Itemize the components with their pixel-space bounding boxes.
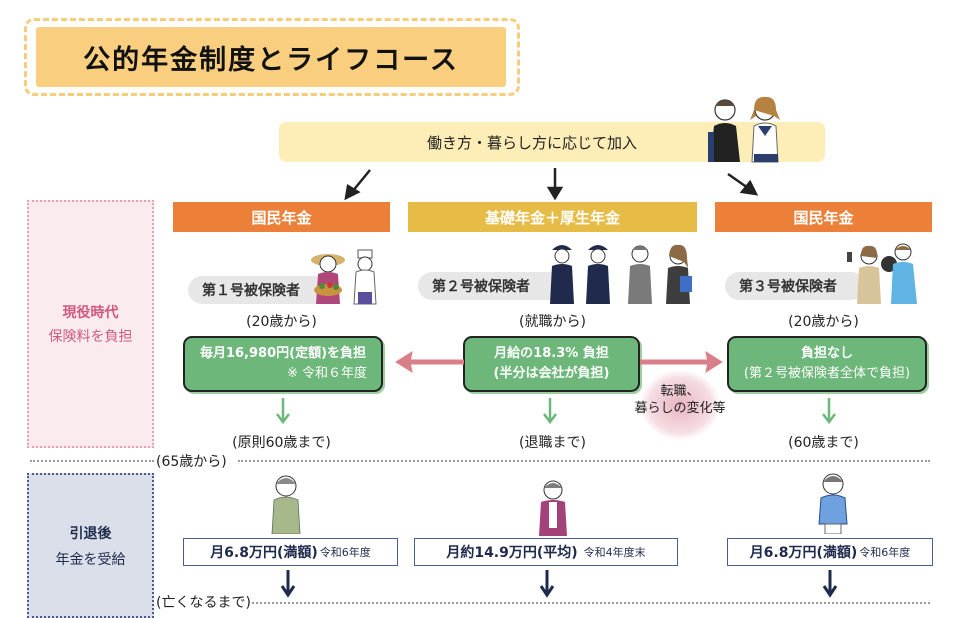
pension-box-3: 月6.8万円(満額) 令和6年度 xyxy=(727,538,933,566)
premium-line-3: 負担なし xyxy=(800,346,853,361)
premium-box-1: 毎月16,980円(定額)を負担 ※ 令和６年度 xyxy=(183,336,383,392)
transfer-arrow-left-head xyxy=(395,350,413,374)
retiree-man-blue-illustration-icon xyxy=(818,473,848,534)
premium-box-2: 月給の18.3% 負担 (半分は会社が負担) xyxy=(463,336,640,392)
insured-label-3: 第３号被保険者 xyxy=(725,272,865,300)
divider-end xyxy=(252,602,930,604)
pension-amount-2: 月約14.9万円(平均) xyxy=(446,545,578,561)
premium-note-2: (半分は会社が負担) xyxy=(493,366,610,381)
students-illustration-icon xyxy=(708,96,780,163)
branch-arrows xyxy=(344,168,759,201)
change-highlight xyxy=(640,370,720,440)
premium-line-1: 毎月16,980円(定額)を負担 xyxy=(199,346,367,361)
divider-65-left xyxy=(30,460,154,462)
header-label: 基礎年金＋厚生年金 xyxy=(484,208,620,227)
premium-box-3: 負担なし (第２号被保険者全体で負担) xyxy=(727,336,927,392)
pension-amount-1: 月6.8万円(満額) xyxy=(210,545,318,561)
title-banner: 公的年金制度とライフコース xyxy=(36,27,506,87)
change-note-line1: 転職、 xyxy=(660,384,700,399)
divider-65-right xyxy=(238,460,930,462)
homemaker-illustration-icon xyxy=(847,243,917,304)
start-age-1: (20歳から) xyxy=(246,314,317,330)
end-age-2: (退職まで) xyxy=(519,435,586,451)
navy-down-arrow-1 xyxy=(280,570,296,598)
active-period-subtitle: 保険料を負担 xyxy=(48,329,133,345)
active-period-panel: 現役時代 保険料を負担 xyxy=(27,200,154,448)
change-note-line2: 暮らしの変化等 xyxy=(634,401,726,416)
navy-down-arrow-2 xyxy=(539,570,555,598)
green-down-arrow-1 xyxy=(276,398,290,425)
retired-period-subtitle: 年金を受給 xyxy=(55,551,126,568)
green-down-arrow-3 xyxy=(822,398,836,425)
arrow-right-head xyxy=(739,179,759,196)
transfer-arrow-right-head xyxy=(705,350,723,374)
premium-note-3: (第２号被保険者全体で負担) xyxy=(743,366,911,381)
insured-label-text: 第３号被保険者 xyxy=(739,279,837,295)
header-label: 国民年金 xyxy=(793,208,854,227)
farmer-chef-illustration-icon xyxy=(311,249,377,305)
retired-period-title: 引退後 xyxy=(69,525,112,542)
retiree-woman-illustration-icon xyxy=(539,480,567,536)
header-national-pension-3: 国民年金 xyxy=(715,202,932,232)
header-label: 国民年金 xyxy=(251,208,312,227)
active-period-title: 現役時代 xyxy=(62,305,119,321)
header-employees-pension: 基礎年金＋厚生年金 xyxy=(408,202,697,232)
end-age-3: (60歳まで) xyxy=(788,435,859,451)
pension-note-2: 令和4年度末 xyxy=(583,546,646,559)
from-65-label: (65歳から) xyxy=(156,454,227,470)
premium-line-2: 月給の18.3% 負担 xyxy=(494,346,609,361)
retiree-man-illustration-icon xyxy=(271,475,301,534)
pension-note-3: 令和6年度 xyxy=(859,546,911,559)
join-banner-text: 働き方・暮らし方に応じて加入 xyxy=(426,133,637,152)
header-national-pension-1: 国民年金 xyxy=(173,202,390,232)
insured-label-1: 第１号被保険者 xyxy=(188,276,328,304)
arrow-left xyxy=(351,169,371,193)
start-age-3: (20歳から) xyxy=(788,314,859,330)
page-title: 公的年金制度とライフコース xyxy=(83,44,459,76)
start-age-2: (就職から) xyxy=(519,314,586,330)
end-age-1: (原則60歳まで) xyxy=(232,435,331,451)
title-frame xyxy=(24,18,520,96)
arrow-left-head xyxy=(344,183,361,201)
pension-box-2: 月約14.9万円(平均) 令和4年度末 xyxy=(414,538,678,566)
pension-box-1: 月6.8万円(満額) 令和6年度 xyxy=(183,538,398,566)
transfer-arrows xyxy=(395,350,723,374)
arrow-center-head xyxy=(546,186,564,201)
change-note: 転職、 暮らしの変化等 xyxy=(620,383,740,417)
until-death-label: (亡くなるまで) xyxy=(156,595,251,611)
premium-note-1: ※ 令和６年度 xyxy=(286,366,367,381)
pension-amount-3: 月6.8万円(満額) xyxy=(749,545,858,561)
green-down-arrow-2 xyxy=(543,398,557,425)
pension-note-1: 令和6年度 xyxy=(319,546,371,559)
arrow-right xyxy=(727,172,749,190)
insured-label-text: 第１号被保険者 xyxy=(202,283,300,299)
insured-label-2: 第２号被保険者 xyxy=(418,272,568,300)
insured-label-text: 第２号被保険者 xyxy=(432,279,530,295)
navy-down-arrow-3 xyxy=(822,570,838,598)
retired-period-panel: 引退後 年金を受給 xyxy=(27,473,154,618)
office-workers-illustration-icon xyxy=(550,244,692,304)
